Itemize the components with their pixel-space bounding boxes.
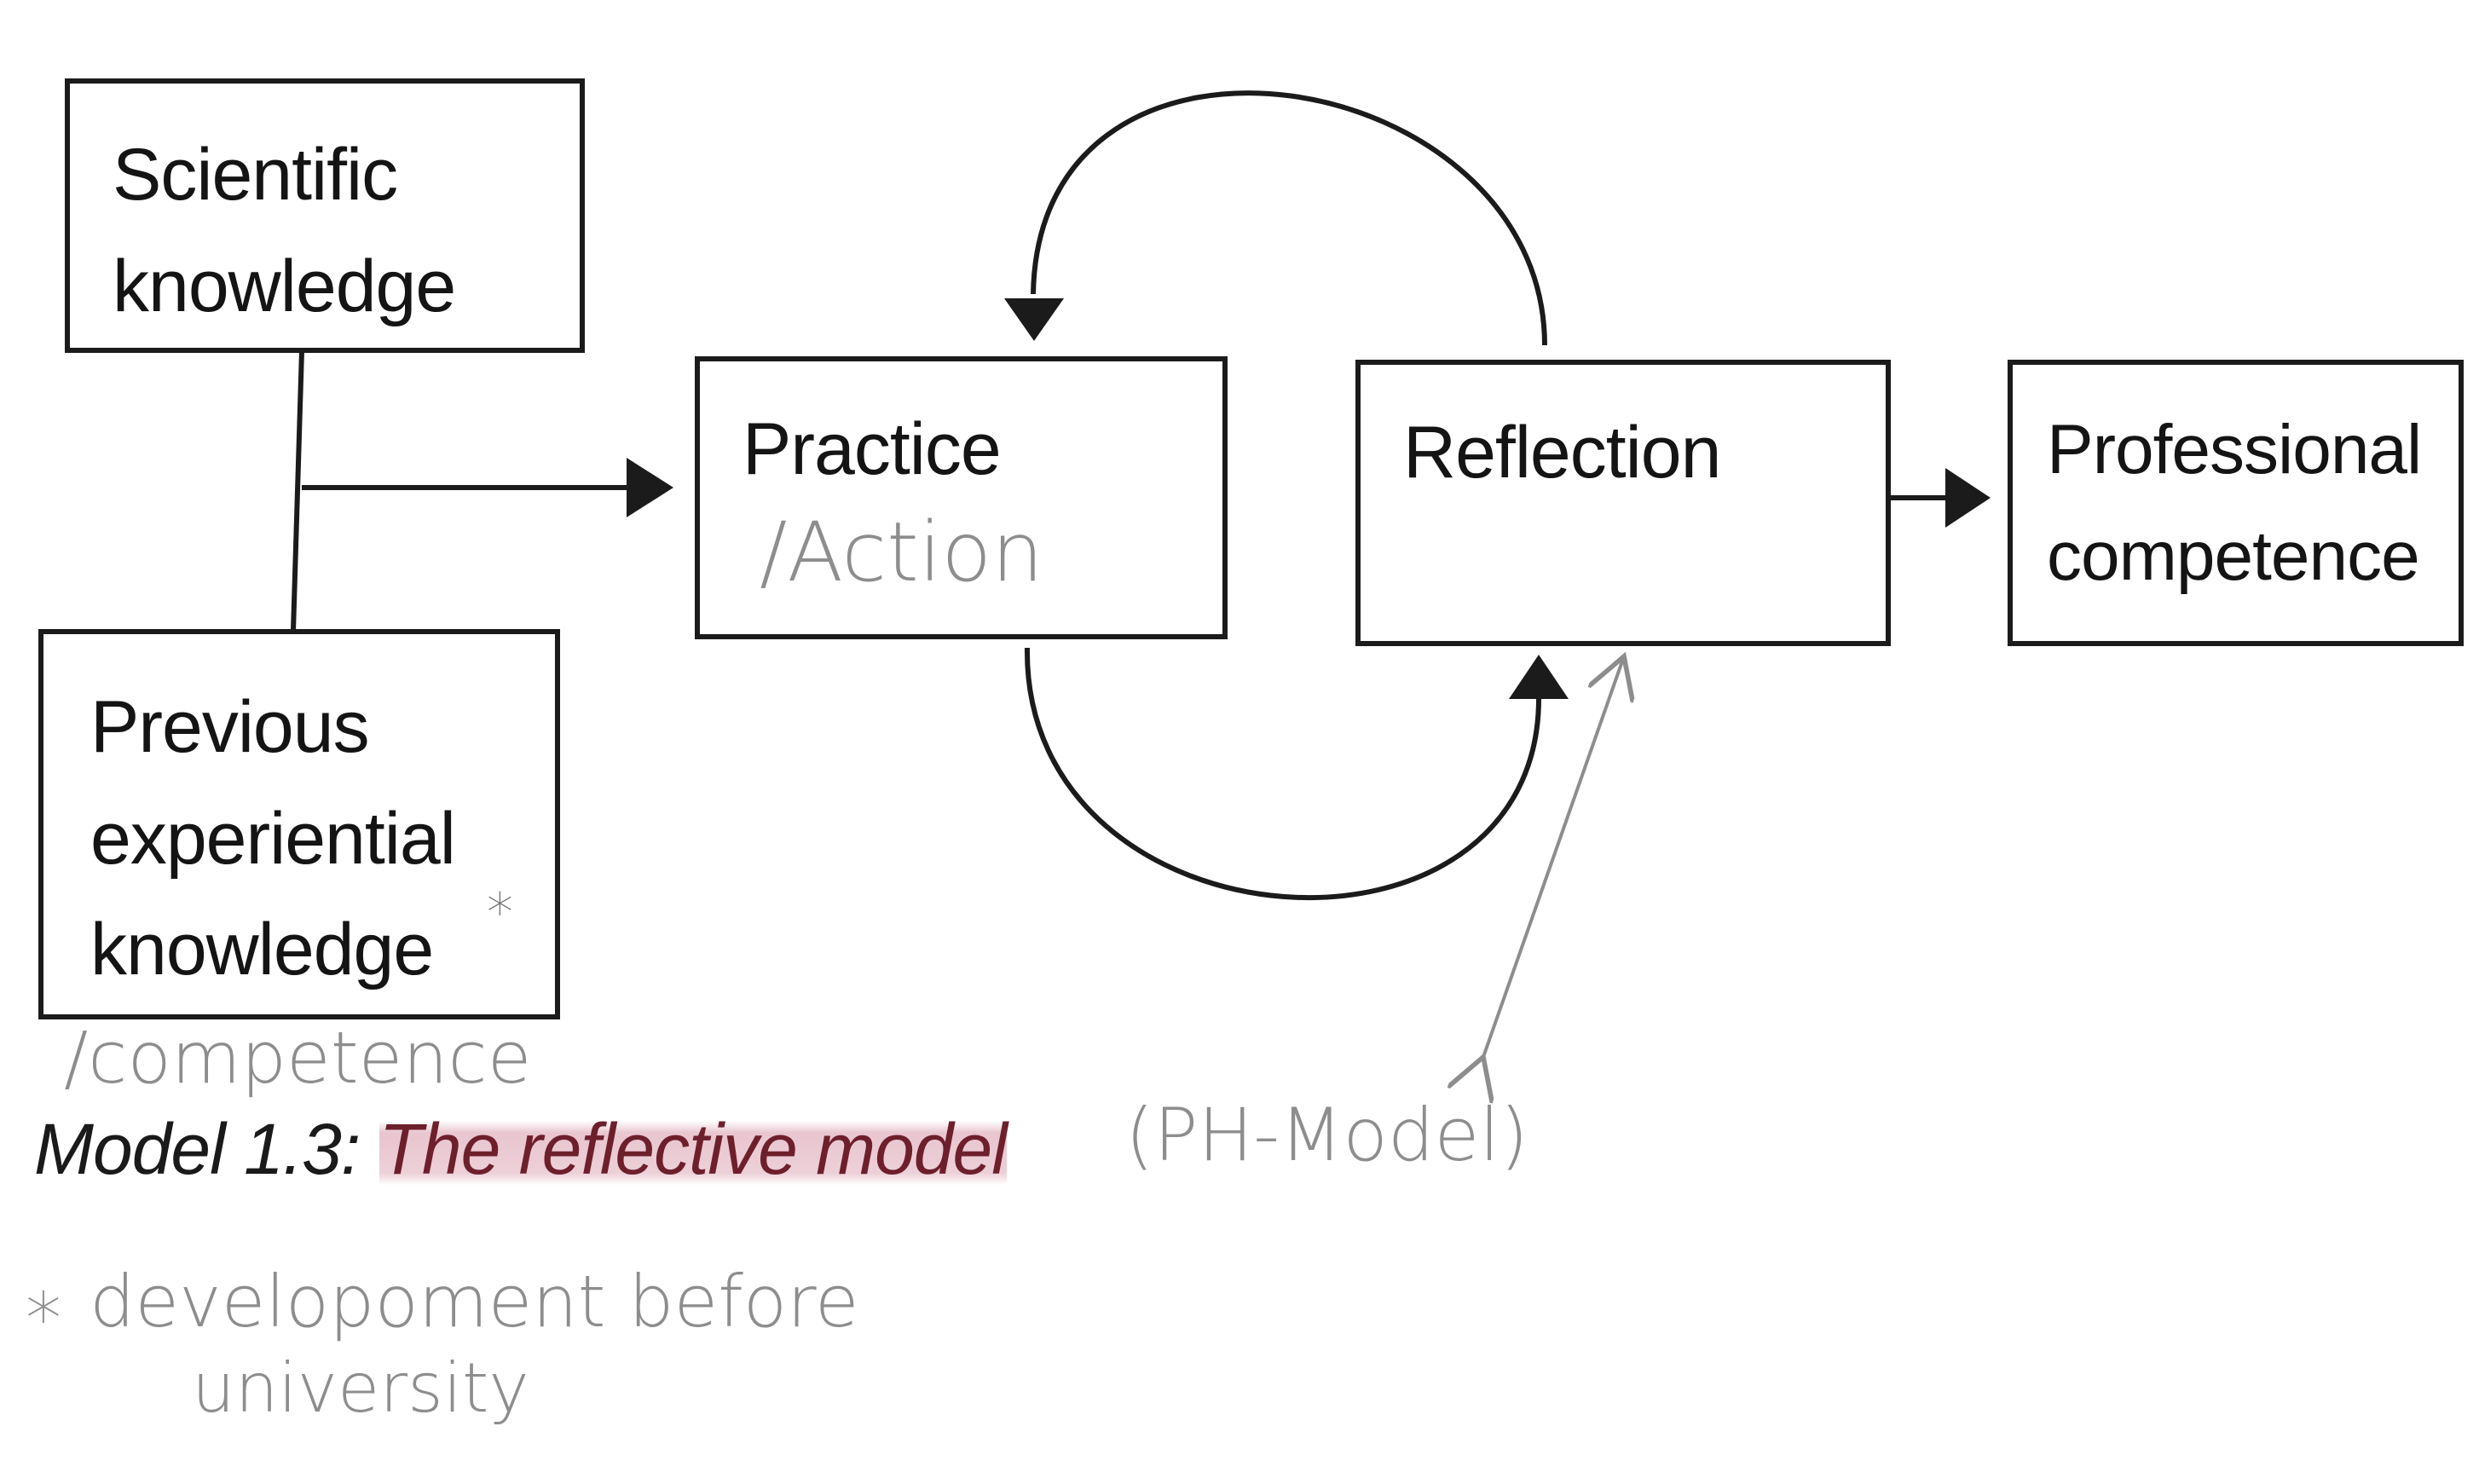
footnote-star: *	[26, 1277, 61, 1360]
model-abbreviation-annotation: (PH-Model)	[1125, 1093, 1528, 1178]
scientific-line-1: Scientific	[113, 134, 398, 216]
asterisk-mark: *	[487, 881, 513, 944]
previous-knowledge-label: Previous experiential knowledge	[90, 672, 456, 1006]
loop-practice-to-reflection	[1024, 647, 1542, 901]
professional-competence-box: Professional competence	[2008, 360, 2464, 646]
professional-line-2: competence	[2047, 517, 2420, 595]
caption-title: The reflective model	[378, 1109, 1008, 1189]
professional-competence-label: Professional competence	[2047, 397, 2422, 609]
previous-knowledge-box: Previous experiential knowledge *	[38, 629, 560, 1019]
action-annotation: /Action	[760, 505, 1043, 600]
practice-label: Practice	[743, 408, 1002, 490]
previous-line-3: knowledge	[90, 909, 434, 991]
caption-label: Model 1.3:	[34, 1109, 361, 1189]
professional-line-1: Professional	[2047, 411, 2422, 488]
scientific-knowledge-label: Scientific knowledge	[113, 119, 456, 342]
reflection-box: Reflection	[1355, 360, 1891, 646]
arrowhead-practice	[627, 458, 673, 517]
competence-annotation: /competence	[64, 1016, 532, 1100]
reflection-label: Reflection	[1403, 412, 1721, 494]
loop-reflection-to-practice	[1031, 90, 1547, 346]
figure-caption: Model 1.3: The reflective model	[34, 1108, 1008, 1191]
arrowhead-loop-bottom	[1509, 655, 1569, 699]
previous-line-1: Previous	[90, 686, 370, 768]
pencil-double-arrow	[1483, 656, 1624, 1057]
practice-box: Practice /Action	[695, 356, 1228, 639]
scientific-line-2: knowledge	[113, 245, 456, 327]
previous-line-2: experiential	[90, 797, 456, 880]
arrowhead-loop-top	[1004, 298, 1064, 341]
footnote-line-1: developoment before	[90, 1260, 859, 1343]
arrowhead-competence	[1945, 468, 1991, 528]
bracket-vertical-line	[291, 350, 304, 632]
scientific-knowledge-box: Scientific knowledge	[65, 78, 585, 353]
footnote-line-2: university	[192, 1348, 529, 1428]
